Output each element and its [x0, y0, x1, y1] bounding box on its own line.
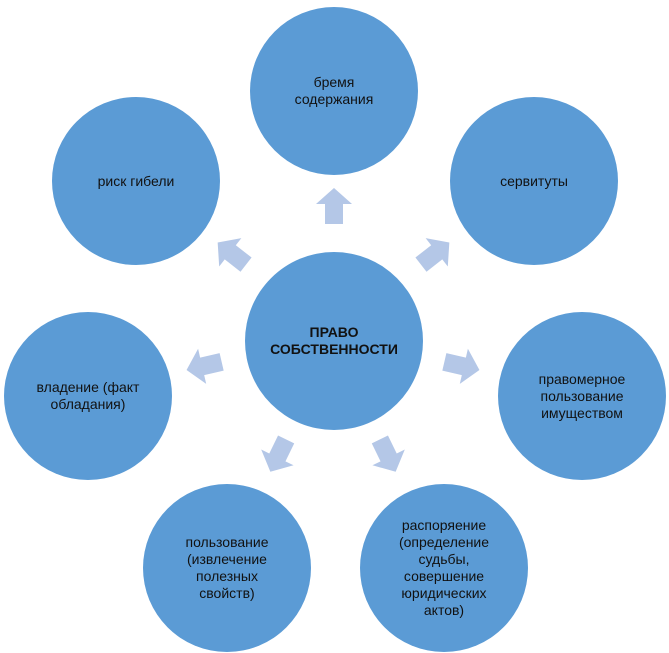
center-node: ПРАВО СОБСТВЕННОСТИ — [245, 252, 423, 430]
arrow-icon — [442, 348, 480, 384]
node-label: пользование (извлечение полезных свойств… — [185, 534, 269, 601]
node-label: бремя содержания — [294, 74, 374, 107]
node-label: владение (факт обладания) — [36, 379, 140, 412]
arrow-icon — [415, 238, 450, 272]
arrow-icon — [261, 435, 295, 472]
node-risk-of-loss: риск гибели — [52, 97, 220, 265]
node-use: пользование (извлечение полезных свойств… — [143, 484, 311, 652]
node-maintenance-burden: бремя содержания — [250, 7, 418, 175]
node-lawful-use: правомерное пользование имуществом — [498, 312, 666, 480]
node-label: сервитуты — [500, 172, 568, 189]
arrow-icon — [371, 435, 405, 472]
node-label: распоряение (определение судьбы, соверше… — [398, 517, 490, 618]
node-disposal: распоряение (определение судьбы, соверше… — [360, 484, 528, 652]
arrow-icon — [217, 238, 252, 272]
node-possession: владение (факт обладания) — [4, 312, 172, 480]
arrow-icon — [186, 348, 224, 384]
node-label: правомерное пользование имуществом — [538, 370, 626, 421]
node-label: риск гибели — [97, 172, 175, 189]
arrow-icon — [316, 188, 352, 224]
node-servitudes: сервитуты — [450, 97, 618, 265]
center-node-label: ПРАВО СОБСТВЕННОСТИ — [270, 324, 398, 357]
